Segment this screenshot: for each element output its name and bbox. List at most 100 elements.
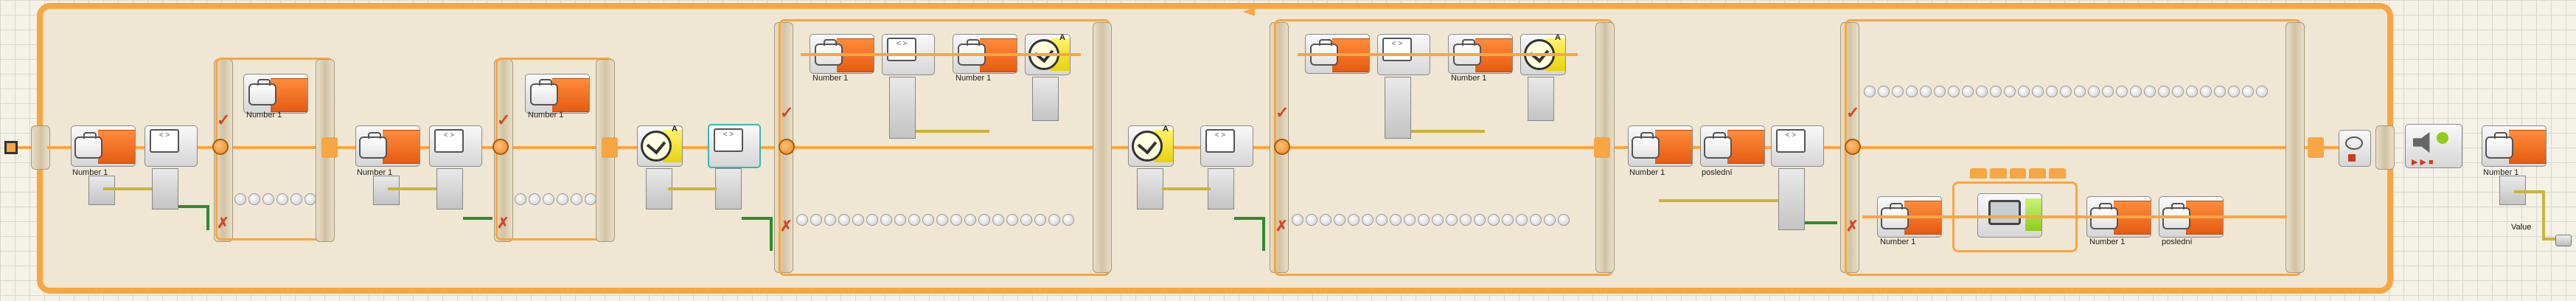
display-icon [1988, 200, 2021, 225]
data-wire [1411, 130, 1485, 133]
variable-block[interactable] [1700, 125, 1765, 167]
variable-block[interactable] [243, 74, 308, 114]
compare-icon: < > [150, 129, 179, 153]
data-hub[interactable] [373, 176, 400, 205]
compare-icon: < > [887, 38, 916, 61]
variable-block[interactable] [1628, 125, 1693, 167]
compare-block[interactable]: < > [1771, 125, 1824, 167]
variable-strip [2509, 130, 2546, 164]
timer-sensor-block[interactable]: A [1128, 125, 1174, 167]
false-cross-icon: ✗ [217, 215, 229, 232]
compare-block[interactable]: < > [429, 125, 482, 167]
compare-icon: < > [1205, 129, 1235, 153]
variable-block[interactable] [525, 74, 590, 114]
data-hub[interactable] [436, 168, 463, 210]
empty-beam [1864, 86, 2268, 97]
empty-beam [234, 193, 316, 205]
suitcase-icon [1704, 132, 1732, 159]
switch-end [1594, 137, 1610, 158]
data-wire [463, 217, 492, 220]
data-hub[interactable] [1137, 168, 1163, 210]
start-point-icon[interactable] [4, 141, 18, 154]
variable-label: Number 1 [812, 74, 849, 83]
variable-block[interactable] [2482, 125, 2547, 167]
data-hub[interactable] [152, 168, 178, 210]
data-wire [206, 205, 209, 230]
compare-block[interactable]: < > [145, 125, 198, 167]
data-hub[interactable] [1208, 168, 1234, 210]
sound-block[interactable]: ▶ ▶ ■ [2405, 124, 2462, 168]
true-check-icon: ✓ [1846, 103, 1860, 122]
data-wire [1262, 217, 1265, 251]
data-wire [103, 187, 152, 190]
timer-letter: A [672, 125, 678, 134]
data-wire [770, 217, 773, 251]
data-hub[interactable] [715, 168, 742, 210]
true-beam [1298, 53, 1578, 56]
data-wire [1659, 199, 1778, 202]
compare-icon: < > [1382, 38, 1412, 61]
green-strip [2025, 198, 2041, 231]
false-cross-icon: ✗ [497, 215, 509, 232]
timer-sensor-block[interactable]: A [637, 125, 683, 167]
switch-hub [1274, 139, 1290, 155]
variable-label: Number 1 [528, 111, 564, 120]
stop-icon [2345, 136, 2363, 150]
data-hub[interactable] [1778, 168, 1805, 230]
suitcase-icon [2090, 203, 2118, 229]
data-wire [742, 217, 771, 220]
stop-block[interactable] [2339, 130, 2371, 167]
data-wire [178, 205, 208, 208]
timer-letter: A [1555, 33, 1561, 42]
variable-label: Number 1 [1451, 74, 1487, 83]
false-cross-icon: ✗ [1275, 218, 1288, 235]
variable-strip [383, 130, 420, 164]
suitcase-icon [1632, 132, 1660, 159]
empty-beam [796, 214, 1074, 226]
data-wire [1162, 187, 1211, 190]
data-hub[interactable] [88, 176, 115, 205]
sound-indicator [2437, 132, 2448, 144]
timer-letter: A [1163, 125, 1169, 134]
variable-label: Number 1 [246, 111, 282, 120]
timer-sensor-icon [1132, 131, 1163, 162]
variable-label: Number 1 [1880, 238, 1916, 246]
variable-block[interactable] [71, 125, 136, 167]
suitcase-icon [2485, 132, 2513, 159]
data-hub[interactable] [1032, 77, 1059, 121]
value-label: Value [2511, 223, 2532, 232]
variable-strip [98, 130, 135, 164]
switch-hub [1845, 139, 1861, 155]
variable-label: Number 1 [2483, 168, 2519, 177]
compare-block-selected[interactable]: < > [708, 124, 761, 168]
data-wire [2542, 190, 2545, 239]
variable-block[interactable] [355, 125, 420, 167]
data-wire [2542, 238, 2557, 241]
switch-rail-right [2286, 22, 2305, 273]
switch-hub [779, 139, 795, 155]
data-hub[interactable] [1528, 77, 1554, 121]
variable-strip [271, 78, 307, 112]
empty-beam [1292, 214, 1570, 226]
compare-icon: < > [434, 129, 464, 153]
compare-icon: < > [1776, 129, 1806, 153]
variable-label: Number 1 [72, 168, 108, 177]
sound-speaker-icon [2413, 132, 2430, 153]
data-wire [2514, 190, 2544, 193]
true-check-icon: ✓ [780, 103, 794, 122]
data-wire [1234, 217, 1264, 220]
data-wire [388, 187, 436, 190]
variable-strip [1655, 130, 1692, 164]
value-output-plug[interactable] [2555, 235, 2572, 246]
data-wire [1805, 221, 1837, 224]
suitcase-icon [248, 79, 276, 105]
suitcase-icon [74, 132, 102, 159]
compare-icon: < > [714, 128, 743, 152]
timer-letter: A [1059, 33, 1065, 42]
suitcase-icon [2162, 203, 2190, 229]
play-icon: ▶ ▶ ■ [2412, 158, 2434, 167]
data-hub[interactable] [889, 77, 916, 139]
compare-block[interactable]: < > [1200, 125, 1253, 167]
data-hub[interactable] [1385, 77, 1411, 139]
